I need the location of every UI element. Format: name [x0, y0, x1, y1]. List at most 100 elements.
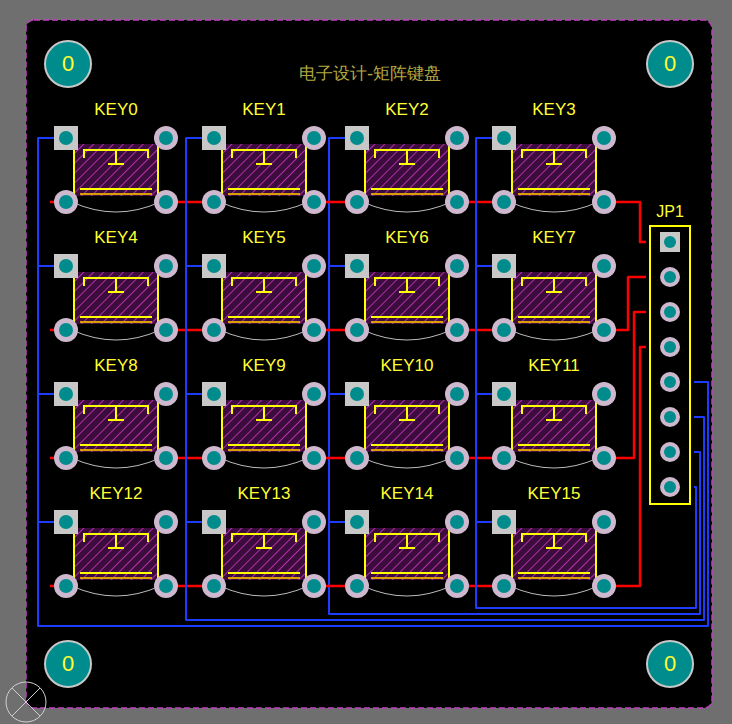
key-switch: KEY10	[341, 354, 473, 472]
key-switch: KEY9	[198, 354, 330, 472]
silkscreen-line	[228, 316, 300, 318]
pad-hole	[450, 195, 464, 209]
silkscreen-line	[399, 419, 415, 421]
switch-body	[222, 400, 306, 452]
key-switch: KEY15	[488, 482, 620, 600]
pad-hole	[59, 579, 73, 593]
round-pad	[445, 382, 469, 406]
silkscreen-line	[221, 144, 223, 196]
header-outline	[650, 226, 690, 504]
square-pad	[345, 382, 369, 406]
outline-arc	[510, 330, 598, 340]
pad-hole	[597, 451, 611, 465]
outline-arc	[72, 586, 160, 596]
column-trace	[476, 394, 488, 522]
silkscreen-line	[546, 163, 562, 165]
pad-hole	[597, 579, 611, 593]
outline-arc	[510, 586, 598, 596]
hole-number: 0	[44, 644, 92, 684]
silkscreen-line	[511, 144, 513, 196]
silkscreen-title: 电子设计-矩阵键盘	[270, 62, 470, 85]
square-pad	[54, 510, 78, 534]
key-switch: KEY3	[488, 98, 620, 216]
switch-body	[365, 400, 449, 452]
silkscreen-line	[228, 321, 300, 323]
silkscreen-line	[511, 400, 513, 452]
round-pad	[54, 318, 78, 342]
silkscreen-line	[228, 444, 300, 446]
outline-arc	[510, 458, 598, 468]
row-trace	[182, 329, 198, 332]
pin-hole	[664, 236, 676, 248]
column-trace	[329, 266, 341, 394]
key-switch: KEY4	[50, 226, 182, 344]
silkscreen-line	[399, 163, 415, 165]
silkscreen-line	[406, 406, 408, 420]
pad-hole	[350, 387, 364, 401]
round-pad	[202, 190, 226, 214]
silkscreen-line	[364, 400, 366, 452]
pad-hole	[350, 195, 364, 209]
pin-pad	[660, 232, 680, 252]
round-pad	[302, 254, 326, 278]
silkscreen-line	[406, 534, 408, 548]
square-pad	[492, 126, 516, 150]
pin-hole	[664, 271, 676, 283]
outline-arc	[363, 330, 451, 340]
column-trace	[38, 138, 50, 266]
switch-body	[74, 272, 158, 324]
pad-hole	[450, 579, 464, 593]
pad-hole	[597, 387, 611, 401]
silkscreen-line	[518, 449, 590, 451]
pin-pad	[660, 302, 680, 322]
silkscreen-line	[108, 419, 124, 421]
key-switch: KEY14	[341, 482, 473, 600]
silkscreen-line	[595, 144, 597, 196]
column-trace	[186, 266, 198, 394]
round-pad	[302, 446, 326, 470]
outline-arc	[220, 458, 308, 468]
pad-hole	[207, 387, 221, 401]
silkscreen-line	[371, 193, 443, 195]
silkscreen-line	[553, 534, 555, 548]
silkscreen-line	[371, 449, 443, 451]
key-designator: KEY4	[50, 226, 182, 250]
key-switch: KEY13	[198, 482, 330, 600]
row-trace	[330, 201, 341, 204]
silkscreen-line	[518, 577, 590, 579]
pad-hole	[497, 515, 511, 529]
silkscreen-line	[256, 163, 272, 165]
pin-hole	[664, 306, 676, 318]
silkscreen-line	[115, 278, 117, 292]
silkscreen-line	[80, 449, 152, 451]
column-trace	[476, 266, 488, 394]
pad-hole	[307, 451, 321, 465]
key-switch: KEY5	[198, 226, 330, 344]
silkscreen-line	[546, 547, 562, 549]
silkscreen-line	[448, 144, 450, 196]
silkscreen-line	[371, 316, 443, 318]
pad-hole	[307, 579, 321, 593]
pad-hole	[350, 323, 364, 337]
square-pad	[492, 382, 516, 406]
key-designator: KEY0	[50, 98, 182, 122]
round-pad	[202, 318, 226, 342]
pad-hole	[597, 195, 611, 209]
silkscreen-line	[80, 193, 152, 195]
pad-hole	[450, 323, 464, 337]
key-designator: KEY11	[488, 354, 620, 378]
silkscreen-line	[518, 444, 590, 446]
round-pad	[345, 190, 369, 214]
square-pad	[492, 510, 516, 534]
silkscreen-line	[518, 188, 590, 190]
switch-body	[222, 144, 306, 196]
silkscreen-line	[553, 406, 555, 420]
key-designator: KEY6	[341, 226, 473, 250]
round-pad	[302, 574, 326, 598]
switch-body	[74, 400, 158, 452]
pad-hole	[207, 323, 221, 337]
silkscreen-line	[157, 400, 159, 452]
pad-hole	[59, 323, 73, 337]
silkscreen-line	[108, 291, 124, 293]
outline-arc	[363, 586, 451, 596]
